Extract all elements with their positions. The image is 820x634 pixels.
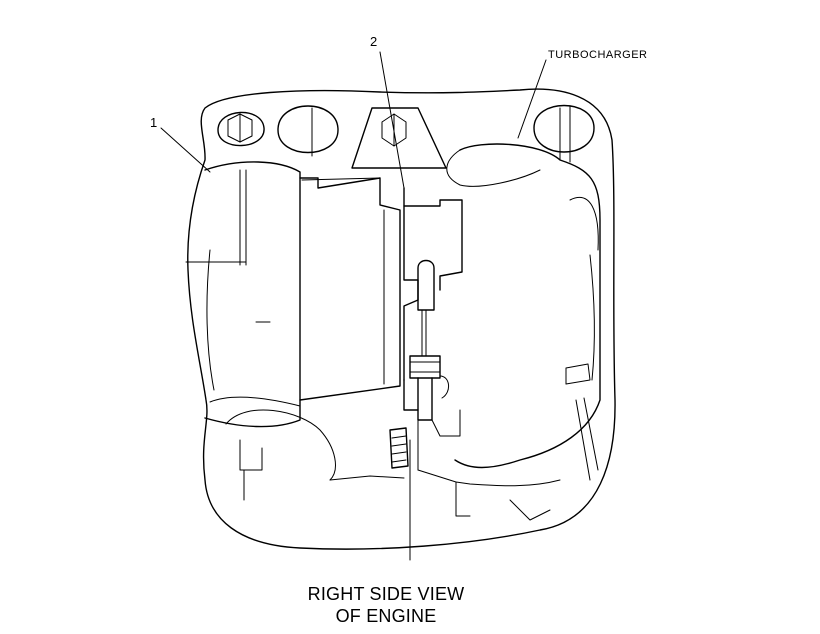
top-port-right [533,104,595,163]
top-port-middle [277,105,339,157]
pipe-assembly [403,187,463,561]
caption-line-1: RIGHT SIDE VIEW [307,584,465,604]
callout-1: 1 [150,115,157,130]
leader-line-turbocharger [517,59,547,139]
caption-line-2: OF ENGINE [335,606,437,626]
top-bolt-left [217,111,265,147]
engine-outline [187,88,616,550]
lower-fitting [389,427,409,469]
leader-line-1 [160,127,211,173]
callout-2: 2 [370,34,377,49]
callout-turbocharger: TURBOCHARGER [548,49,648,61]
manifold-block [299,177,401,401]
housing-cylinder [185,161,301,428]
figure-caption: RIGHT SIDE VIEW OF ENGINE [236,583,536,627]
turbocharger-housing [454,143,601,469]
leader-line-2 [379,51,405,189]
